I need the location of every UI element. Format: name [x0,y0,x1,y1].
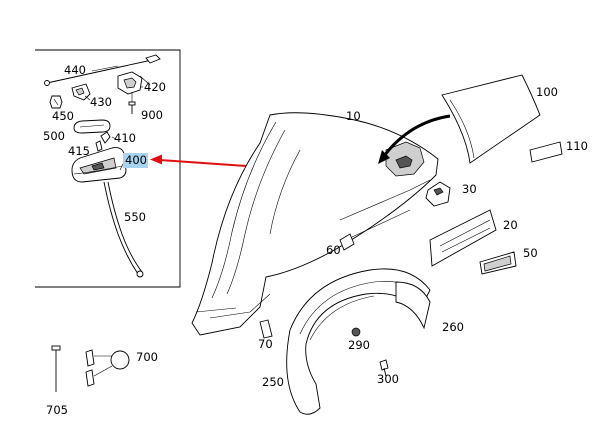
part-300-screw [379,359,389,377]
label-260: 260 [442,320,464,334]
label-440: 440 [64,63,86,77]
label-20: 20 [503,218,518,232]
part-20-bracket [429,209,497,267]
label-430: 430 [90,95,112,109]
part-260 [395,281,431,330]
part-450 [49,95,63,109]
part-410-clip [100,131,111,144]
label-10: 10 [346,109,361,123]
part-415 [95,140,103,152]
label-290: 290 [348,338,370,352]
part-420-actuator [117,71,143,103]
part-60 [339,233,355,251]
inset-frame [35,49,181,288]
label-50: 50 [523,246,538,260]
highlight-400 [123,153,148,168]
label-415: 415 [68,144,90,158]
label-420: 420 [144,80,166,94]
red-callout-arrow [150,154,247,167]
label-410: 410 [114,131,136,145]
label-30: 30 [462,182,477,196]
part-290-nut [351,327,361,337]
part-900-screw [128,101,136,114]
label-250: 250 [262,375,284,389]
part-550-hose [103,181,144,278]
black-direction-arrow [378,114,451,164]
label-705: 705 [46,403,68,417]
label-60: 60 [326,243,341,257]
label-300: 300 [377,372,399,386]
label-100: 100 [536,85,558,99]
part-70 [259,319,273,339]
label-550: 550 [124,210,146,224]
part-10-rear-side-panel [191,112,439,336]
label-400: 400 [125,153,147,167]
part-110-label [529,141,563,163]
part-500-seal [73,119,111,134]
part-430-clip [71,83,91,101]
label-900: 900 [141,108,163,122]
part-250-wheel-liner [286,268,431,415]
part-700-fasteners [85,349,130,387]
inset-leader-lines [84,65,151,171]
label-70: 70 [258,337,273,351]
part-400-fuel-flap-housing [71,147,127,183]
label-700: 700 [136,350,158,364]
label-110: 110 [566,139,588,153]
part-100-panel [441,74,541,164]
part-50-grille [479,251,517,275]
label-500: 500 [43,129,65,143]
label-450: 450 [52,109,74,123]
part-440-rod [44,54,161,86]
part-705-bolt [51,345,61,392]
part-30 [425,181,451,207]
